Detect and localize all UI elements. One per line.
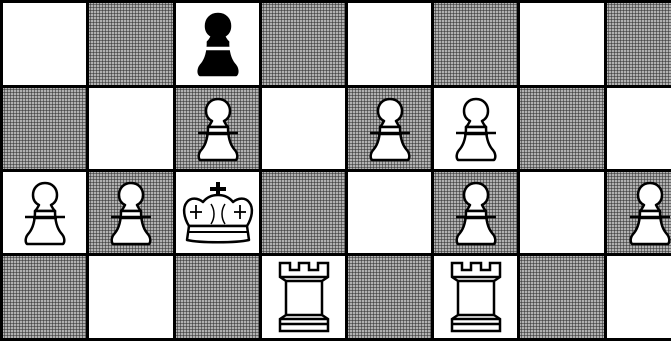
- board-square[interactable]: [3, 256, 86, 338]
- white-pawn-icon[interactable]: [434, 88, 517, 169]
- board-square[interactable]: [607, 172, 671, 253]
- white-rook-icon[interactable]: [434, 256, 517, 338]
- black-pawn-icon[interactable]: [176, 3, 259, 85]
- board-square[interactable]: [348, 3, 431, 85]
- board-square[interactable]: [434, 88, 517, 169]
- white-rook-icon[interactable]: [262, 256, 345, 338]
- board-square[interactable]: [434, 256, 517, 338]
- board-square[interactable]: [348, 88, 431, 169]
- board-square[interactable]: [262, 172, 345, 253]
- board-square[interactable]: [176, 172, 259, 253]
- board-square[interactable]: [607, 88, 671, 169]
- board-square[interactable]: [520, 88, 604, 169]
- board-square[interactable]: [3, 172, 86, 253]
- white-pawn-icon[interactable]: [176, 88, 259, 169]
- board-square[interactable]: [520, 256, 604, 338]
- board-square[interactable]: [262, 3, 345, 85]
- board-square[interactable]: [3, 3, 86, 85]
- board-square[interactable]: [89, 3, 173, 85]
- white-pawn-icon[interactable]: [348, 88, 431, 169]
- board-square[interactable]: [89, 256, 173, 338]
- board-square[interactable]: [89, 88, 173, 169]
- white-pawn-icon[interactable]: [89, 172, 173, 253]
- board-square[interactable]: [520, 3, 604, 85]
- board-square[interactable]: [607, 3, 671, 85]
- board-square[interactable]: [434, 3, 517, 85]
- white-pawn-icon[interactable]: [3, 172, 86, 253]
- board-square[interactable]: [3, 88, 86, 169]
- white-king-icon[interactable]: [176, 172, 259, 253]
- board-square[interactable]: [520, 172, 604, 253]
- board-square[interactable]: [434, 172, 517, 253]
- board-square[interactable]: [262, 256, 345, 338]
- board-square[interactable]: [176, 3, 259, 85]
- board-square[interactable]: [607, 256, 671, 338]
- white-pawn-icon[interactable]: [607, 172, 671, 253]
- board-square[interactable]: [348, 172, 431, 253]
- board-square[interactable]: [262, 88, 345, 169]
- board-square[interactable]: [176, 256, 259, 338]
- board-square[interactable]: [348, 256, 431, 338]
- white-pawn-icon[interactable]: [434, 172, 517, 253]
- board-square[interactable]: [176, 88, 259, 169]
- board-square[interactable]: [89, 172, 173, 253]
